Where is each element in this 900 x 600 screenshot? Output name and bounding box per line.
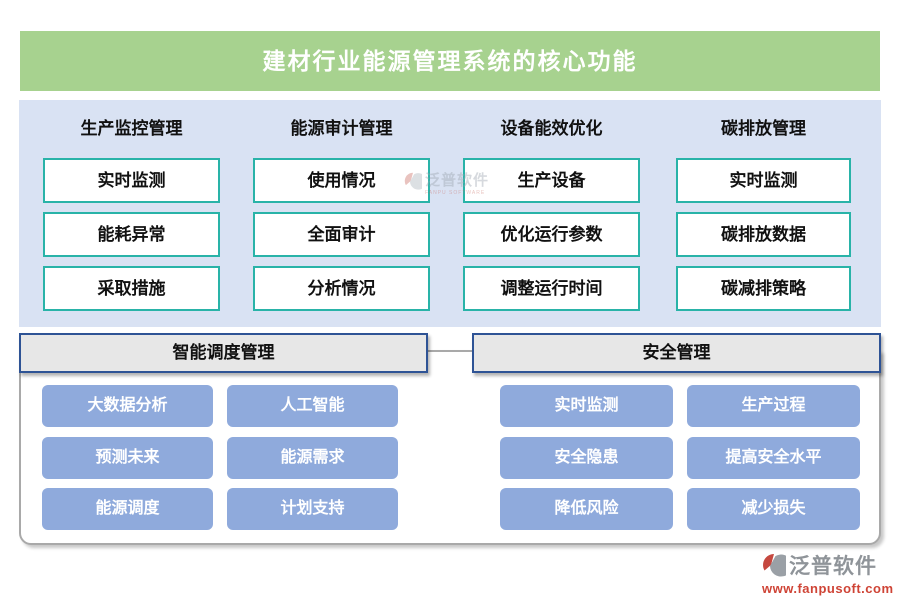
brand-name: 泛普软件 — [789, 555, 877, 578]
feature-button: 减少损失 — [687, 488, 860, 530]
node-box: 能耗异常 — [43, 212, 220, 257]
node-box: 优化运行参数 — [463, 212, 640, 257]
footer-brand: 泛普软件 www.fanpusoft.com — [762, 550, 894, 596]
node-box: 碳减排策略 — [676, 266, 851, 311]
top-functions-panel: 生产监控管理 实时监测 能耗异常 采取措施 能源审计管理 使用情况 全面审计 分… — [19, 100, 881, 327]
feature-button: 降低风险 — [500, 488, 673, 530]
node-box: 全面审计 — [253, 212, 430, 257]
feature-button: 能源需求 — [227, 437, 398, 479]
node-box: 分析情况 — [253, 266, 430, 311]
column-energy-audit: 能源审计管理 使用情况 全面审计 分析情况 — [253, 100, 430, 327]
column-header: 设备能效优化 — [500, 119, 603, 138]
feature-button: 能源调度 — [42, 488, 213, 530]
feature-button: 生产过程 — [687, 385, 860, 427]
group-header-safety: 安全管理 — [472, 333, 881, 373]
feature-button: 提高安全水平 — [687, 437, 860, 479]
feature-button: 安全隐患 — [500, 437, 673, 479]
feature-button: 实时监测 — [500, 385, 673, 427]
brand-website-link[interactable]: www.fanpusoft.com — [762, 581, 894, 596]
diagram-title: 建材行业能源管理系统的核心功能 — [20, 31, 880, 91]
column-carbon-emission: 碳排放管理 实时监测 碳排放数据 碳减排策略 — [676, 100, 851, 327]
node-box: 实时监测 — [43, 158, 220, 203]
feature-button: 预测未来 — [42, 437, 213, 479]
node-box: 调整运行时间 — [463, 266, 640, 311]
column-equipment-efficiency: 设备能效优化 生产设备 优化运行参数 调整运行时间 — [463, 100, 640, 327]
column-production-monitoring: 生产监控管理 实时监测 能耗异常 采取措施 — [43, 100, 220, 327]
node-box: 采取措施 — [43, 266, 220, 311]
node-box: 实时监测 — [676, 158, 851, 203]
fanpu-logo-icon — [763, 554, 786, 577]
column-header: 能源审计管理 — [290, 119, 393, 138]
node-box: 使用情况 — [253, 158, 430, 203]
column-header: 生产监控管理 — [80, 119, 183, 138]
group-header-smart-dispatch: 智能调度管理 — [19, 333, 428, 373]
node-box: 碳排放数据 — [676, 212, 851, 257]
feature-button: 大数据分析 — [42, 385, 213, 427]
column-header: 碳排放管理 — [721, 119, 806, 138]
feature-button: 人工智能 — [227, 385, 398, 427]
feature-button: 计划支持 — [227, 488, 398, 530]
node-box: 生产设备 — [463, 158, 640, 203]
